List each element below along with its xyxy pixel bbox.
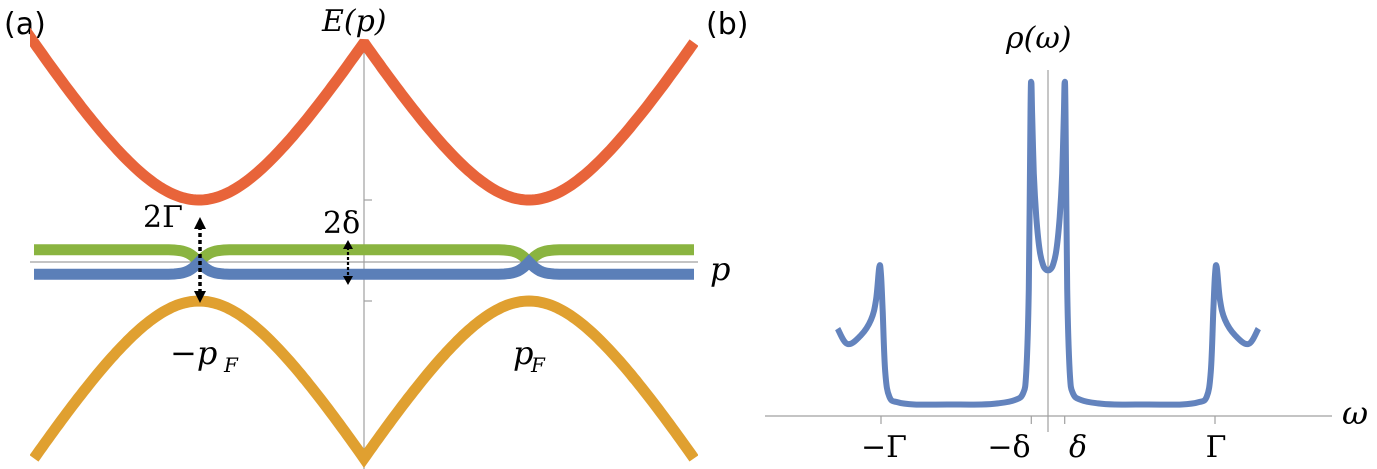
panel-b-x-label: ω [1342, 394, 1368, 432]
panel-a-label: (a) [4, 7, 46, 42]
tick-label-minus-gamma: −Γ [861, 430, 907, 465]
band-upper-red [30, 27, 698, 206]
label-2delta: 2δ [323, 206, 360, 241]
panel-b-label: (b) [706, 7, 748, 42]
label-minus-pF: −p [170, 334, 217, 372]
dos-curve [834, 78, 1262, 408]
panel-b: (b) ρ(ω) ω −Γ −δ δ Γ [706, 7, 1368, 465]
panel-a: (a) 2Γ 2δ E(p) p −p F p F [4, 4, 730, 469]
label-minus-pF-subscript: F [223, 353, 239, 377]
gap-2delta-arrow [343, 240, 353, 285]
label-pF: p [513, 334, 533, 372]
panel-b-y-label: ρ(ω) [1005, 21, 1072, 56]
band-split-blue [34, 254, 694, 280]
tick-label-delta: δ [1069, 430, 1087, 465]
gap-2gamma-arrow [194, 217, 206, 303]
band-split-green [34, 244, 694, 270]
panel-a-y-label: E(p) [321, 4, 387, 39]
panel-b-ticks [880, 416, 1216, 424]
label-2gamma: 2Γ [143, 200, 183, 235]
tick-label-minus-delta: −δ [987, 430, 1030, 465]
label-pF-subscript: F [530, 353, 546, 377]
panel-a-x-label: p [710, 250, 730, 288]
band-lower-yellow [30, 295, 698, 468]
tick-label-gamma: Γ [1206, 430, 1227, 465]
